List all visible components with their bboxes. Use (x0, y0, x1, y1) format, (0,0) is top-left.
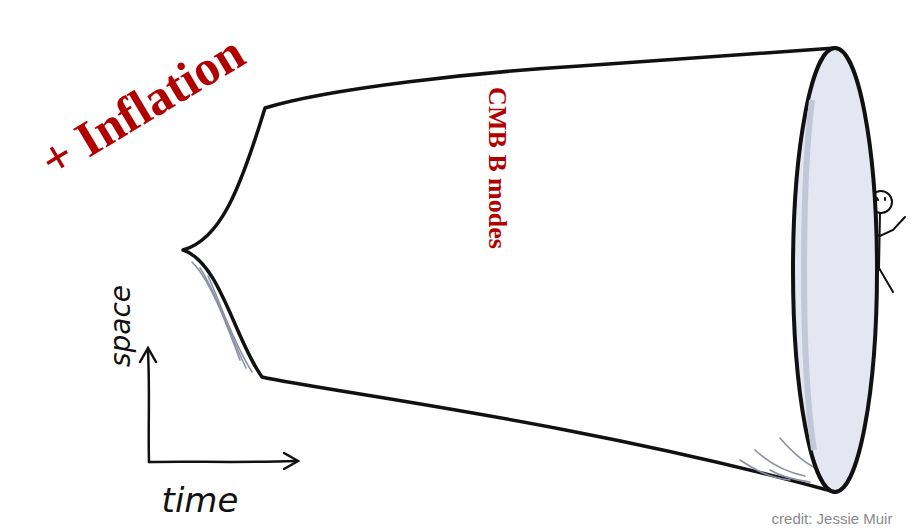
cone-outline (180, 40, 880, 502)
cone-body (183, 48, 835, 492)
shade-stroke (200, 268, 246, 368)
figure-body (879, 213, 880, 268)
title-annotation: + Inflation (30, 23, 255, 190)
time-arrowhead (284, 453, 298, 469)
axis-label: space (104, 285, 137, 367)
figure-eyes (877, 198, 885, 200)
shade-stroke (770, 470, 810, 482)
shade-stroke (755, 450, 805, 476)
mouth-shade (804, 100, 814, 450)
time-axis (149, 461, 296, 462)
universe-cone: CMB B modes (180, 40, 880, 502)
cone-mouth (793, 48, 877, 492)
axis-label: time (162, 480, 239, 520)
space-axis (148, 352, 149, 462)
shade-stroke (740, 460, 790, 480)
shade-stroke (208, 276, 252, 372)
space-arrowhead (140, 348, 156, 362)
shading (192, 262, 820, 482)
cone-label: CMB B modes (482, 87, 512, 249)
credit-note: credit: Jessie Muir (772, 510, 893, 527)
shade-stroke (192, 262, 240, 360)
